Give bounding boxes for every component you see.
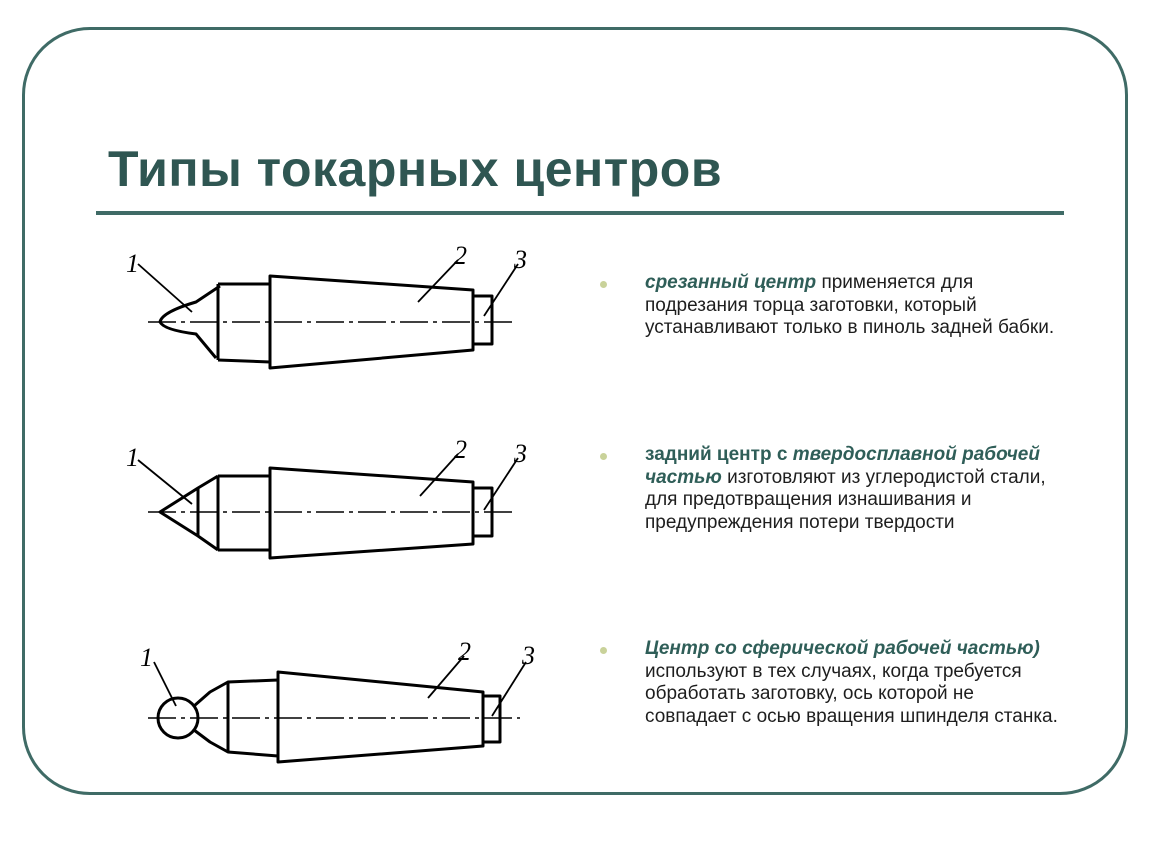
bullet-body: используют в тех случаях, когда требуетс… xyxy=(645,660,1058,727)
label-3: 3 xyxy=(513,439,527,468)
slide-frame xyxy=(22,27,1128,795)
bullet-marker xyxy=(600,647,607,654)
bullet-text: задний центр с твердосплавной рабочей ча… xyxy=(645,444,1070,534)
carbide-center-drawing: 1 2 3 xyxy=(126,435,527,560)
figure-spherical-center: 1 2 3 xyxy=(118,632,558,782)
bullet-text: срезанный центр применяется для подрезан… xyxy=(645,272,1070,340)
bullet-highlight-plain: задний центр с xyxy=(645,444,793,465)
title-underline xyxy=(96,211,1064,215)
label-2: 2 xyxy=(454,241,467,270)
label-3: 3 xyxy=(513,245,527,274)
bullet-marker xyxy=(600,453,607,460)
taper-shank xyxy=(268,274,475,370)
label-3: 3 xyxy=(521,641,535,670)
spherical-center-drawing: 1 2 3 xyxy=(140,637,535,764)
label-1: 1 xyxy=(140,643,153,672)
label-1: 1 xyxy=(126,249,139,278)
figure-cut-center: 1 2 3 xyxy=(118,240,558,390)
slide-title: Типы токарных центров xyxy=(108,141,723,197)
bullet-marker xyxy=(600,281,607,288)
label-1: 1 xyxy=(126,443,139,472)
label-2: 2 xyxy=(458,637,471,666)
label-2: 2 xyxy=(454,435,467,464)
bullet-body: применяется для подрезания торца заготов… xyxy=(645,272,1055,338)
bullet-highlight: Центр со сферической рабочей частью) xyxy=(645,638,1040,659)
bullet-text: Центр со сферической рабочей частью) исп… xyxy=(645,638,1070,728)
figure-carbide-center: 1 2 3 xyxy=(118,432,558,582)
taper-shank xyxy=(276,670,485,764)
cut-center-drawing: 1 2 3 xyxy=(126,241,527,370)
bullet-body: изготовляют из углеродистой стали, для п… xyxy=(645,466,1046,533)
taper-shank xyxy=(268,466,475,560)
bullet-highlight: срезанный центр xyxy=(645,272,817,293)
bullet-highlight: твердосплавной рабочей частью xyxy=(645,444,1040,488)
cone-tip-shape xyxy=(158,474,219,552)
